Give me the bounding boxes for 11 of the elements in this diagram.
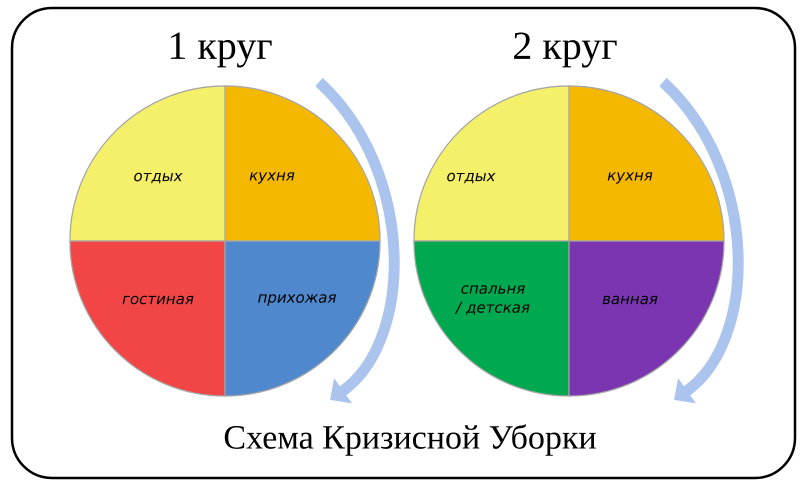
pie-sector: кухня	[224, 85, 381, 242]
pie-sector: прихожая	[224, 240, 381, 397]
pie-sector: отдых	[69, 85, 226, 242]
node-label: 2 круг	[514, 32, 617, 68]
pie-sector: кухня	[568, 85, 725, 242]
pie-sector: ванная	[568, 240, 725, 397]
pie-sector: отдых	[413, 85, 570, 242]
pie-sector: гостиная	[69, 240, 226, 397]
caption: Схема Кризисной Уборки	[224, 424, 596, 456]
node-label: 1 круг	[170, 32, 272, 68]
pie-sector: спальня / детская	[413, 240, 570, 397]
